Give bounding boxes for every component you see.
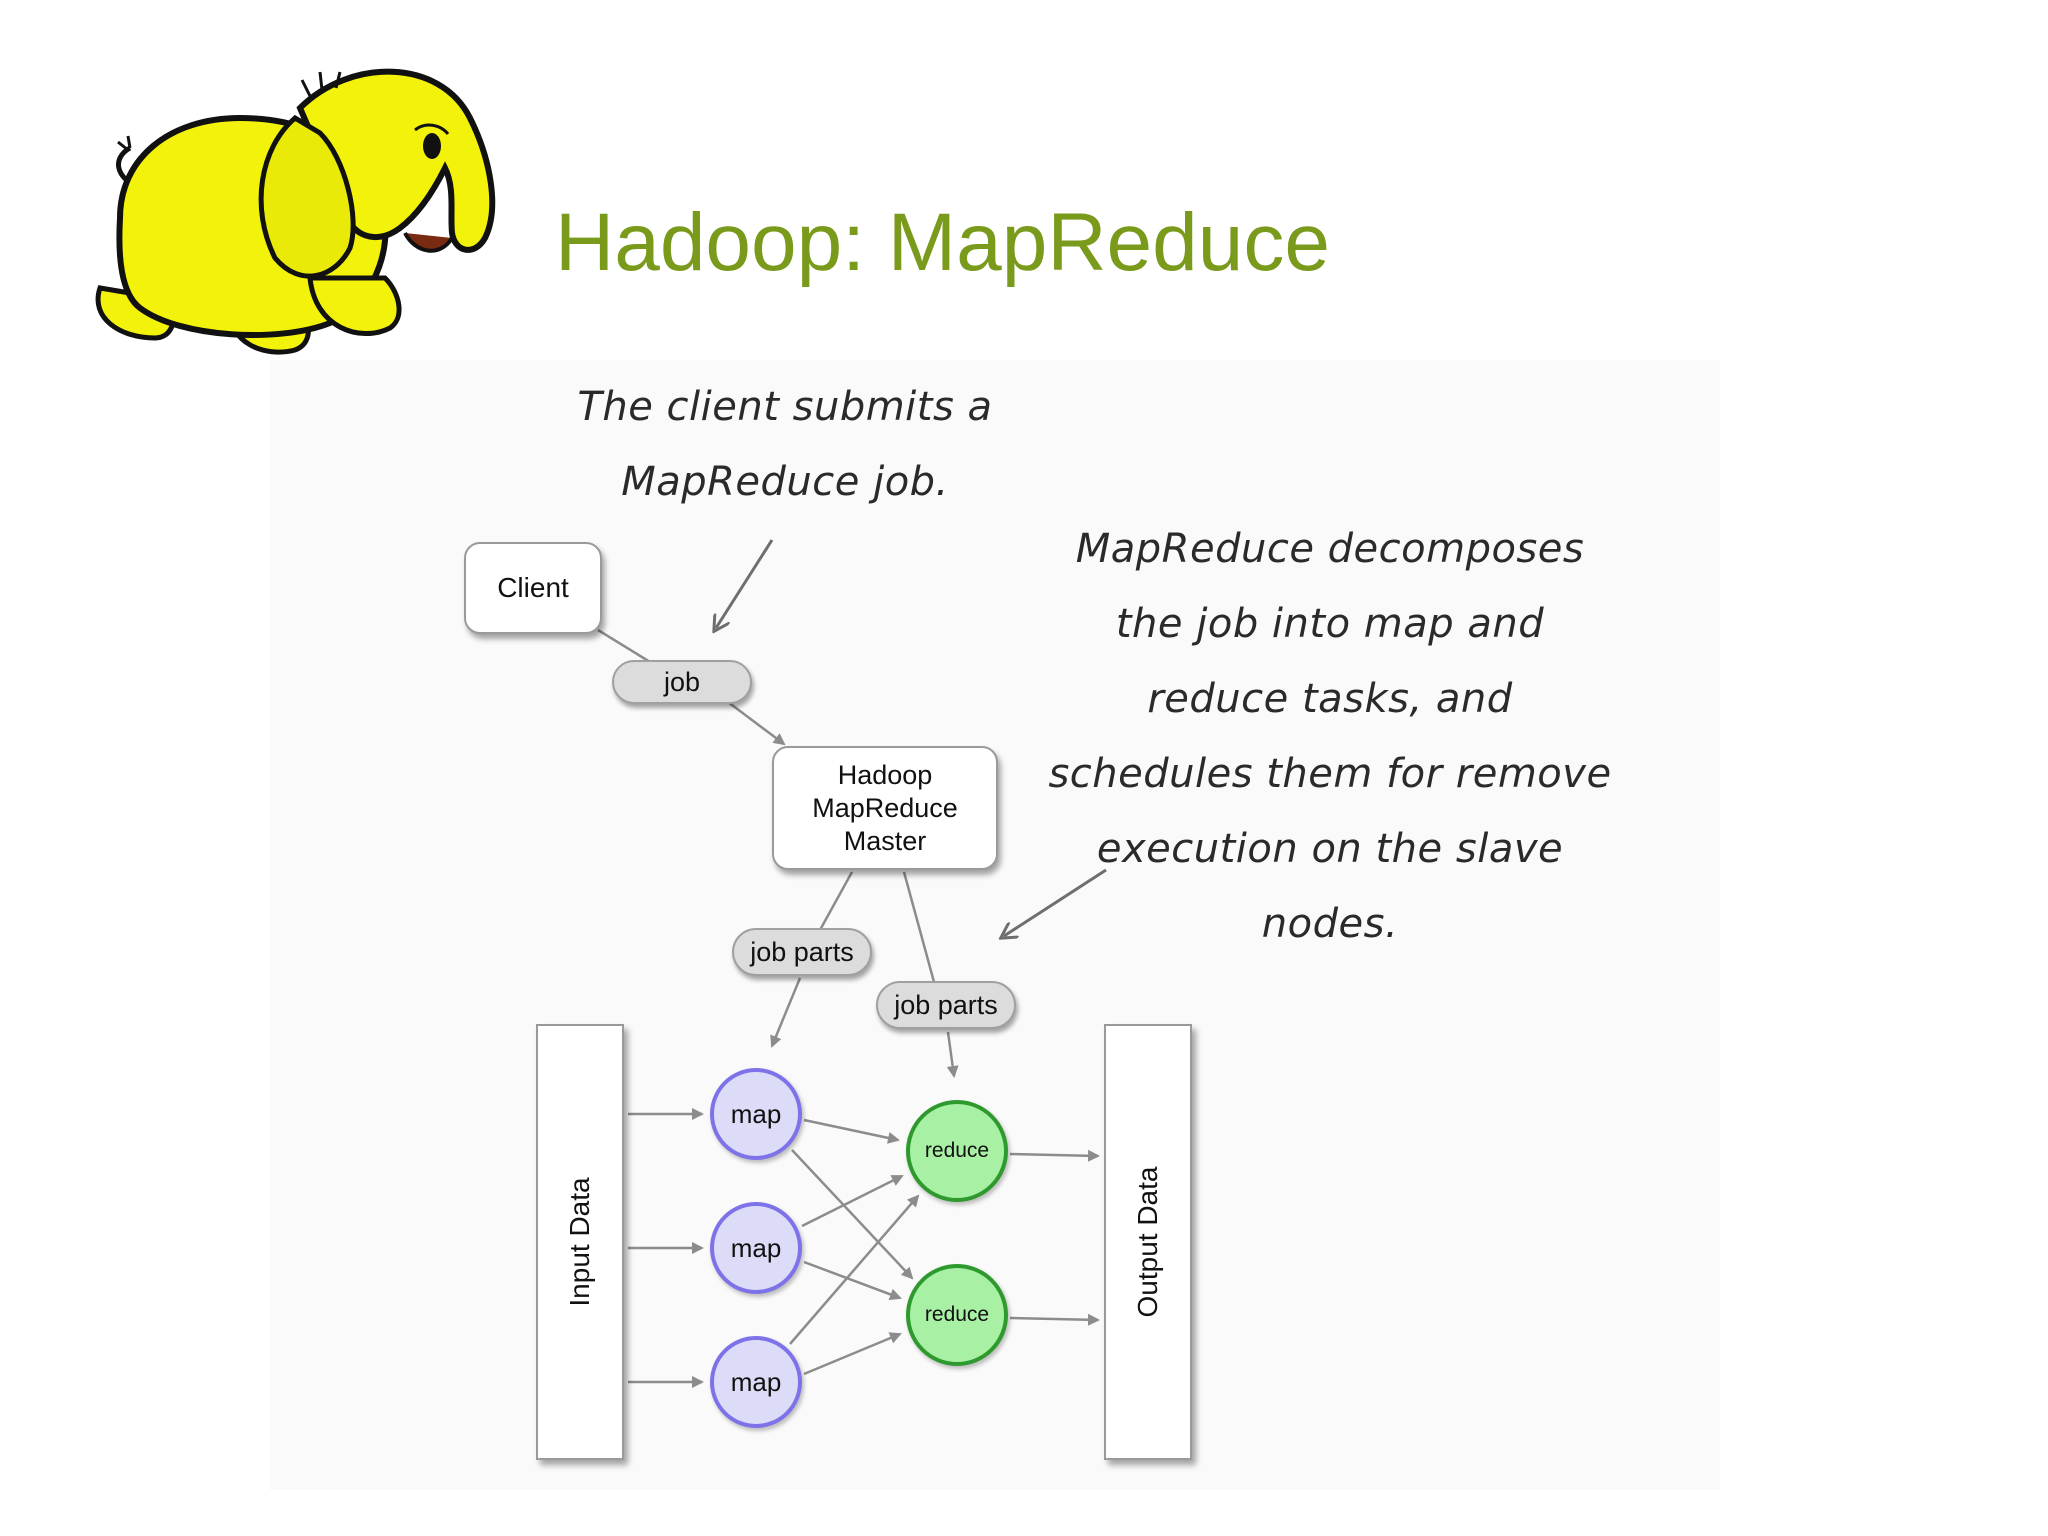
connector-parts-reduce (946, 1031, 959, 1078)
reduce-node-label: reduce (924, 1303, 990, 1326)
reduce-node: reduce (906, 1264, 1008, 1366)
output-data-label: Output Data (1132, 1166, 1163, 1318)
connector-job-master (727, 701, 786, 746)
master-label-line-3: Master (843, 825, 927, 856)
master-node: Hadoop MapReduce Master (772, 746, 998, 870)
input-data-column: Input Data (536, 1024, 624, 1460)
annotation-arrow-client (716, 539, 774, 628)
job-parts-text-map: job parts (750, 936, 854, 967)
job-label: job (612, 660, 752, 704)
connector-reduce2-output (1009, 1313, 1100, 1326)
job-label-text: job (663, 666, 701, 697)
master-label-line-2: MapReduce (812, 792, 958, 823)
connector-map2-reduce1 (801, 1174, 904, 1228)
job-parts-label-reduce: job parts (876, 981, 1016, 1029)
connector-map3-reduce2 (803, 1332, 902, 1376)
client-label: Client (497, 572, 569, 603)
map-node: map (710, 1202, 802, 1294)
connector-reduce1-output (1009, 1149, 1100, 1162)
map-node: map (710, 1336, 802, 1428)
input-data-label: Input Data (564, 1177, 595, 1307)
hadoop-elephant-icon (95, 68, 496, 355)
annotation-arrow-decompose (1004, 868, 1107, 936)
output-data-column: Output Data (1104, 1024, 1192, 1460)
slide-title: Hadoop: MapReduce (555, 197, 1330, 288)
connector-parts-map (770, 977, 802, 1048)
decompose-note: MapReduce decomposes the job into map an… (1048, 526, 1612, 947)
map-node-label: map (730, 1232, 782, 1263)
map-node-label: map (730, 1098, 782, 1129)
map-node-label: map (730, 1366, 782, 1397)
job-parts-label-map: job parts (732, 928, 872, 976)
client-node: Client (464, 542, 602, 634)
job-parts-text-reduce: job parts (894, 989, 998, 1020)
connector-map1-reduce2 (791, 1149, 914, 1280)
connector-map2-reduce2 (803, 1260, 902, 1301)
connector-master-parts-2 (902, 871, 936, 983)
master-label-line-1: Hadoop (837, 759, 933, 790)
reduce-node: reduce (906, 1100, 1008, 1202)
client-submit-note: The client submits a MapReduce job. (577, 384, 993, 505)
reduce-node-label: reduce (924, 1139, 990, 1162)
map-node: map (710, 1068, 802, 1160)
connector-client-job (597, 628, 651, 664)
connector-master-parts-1 (818, 871, 854, 931)
connector-map3-reduce1 (789, 1194, 920, 1345)
connector-map1-reduce1 (803, 1118, 900, 1144)
